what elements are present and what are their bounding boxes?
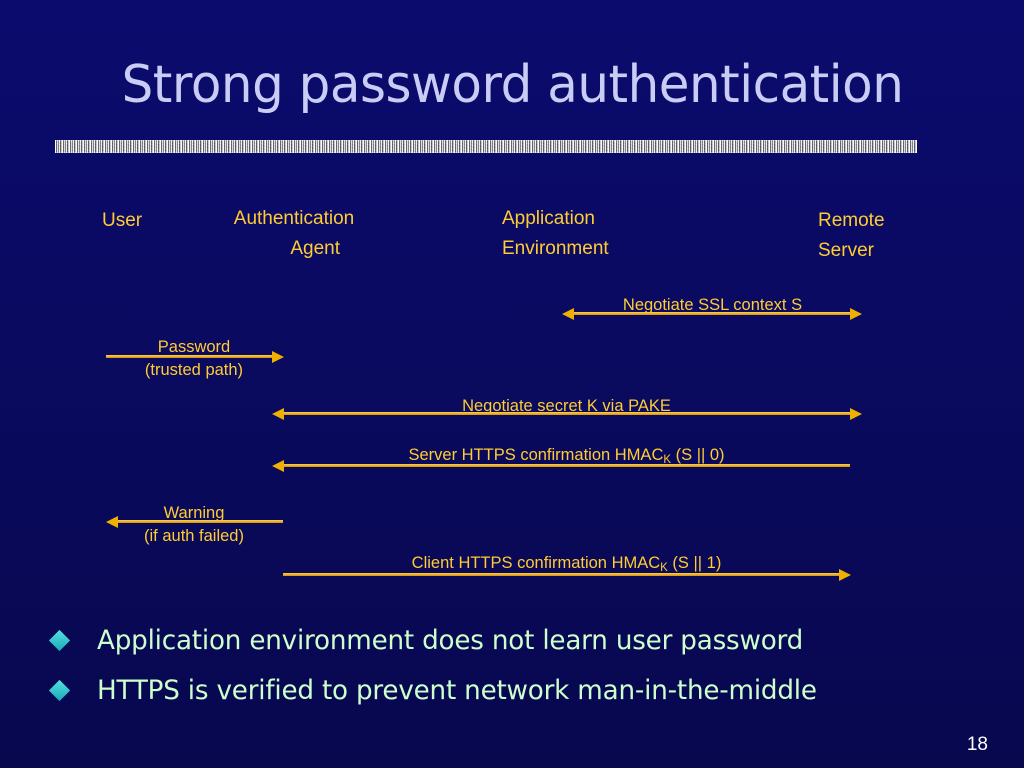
diagram-column-app-env-line1: Application bbox=[502, 208, 595, 229]
message-label-client-https-confirmation: Client HTTPS confirmation HMACK (S || 1) bbox=[281, 553, 852, 575]
message-arrow-client-https-confirmation bbox=[283, 568, 851, 581]
diamond-bullet-icon bbox=[48, 629, 71, 651]
message-label-negotiate-ssl-context: Negotiate SSL context S bbox=[622, 296, 803, 314]
diagram-column-remote-server-line1: Remote bbox=[818, 210, 885, 231]
diagram-column-auth-agent: Authentication Agent bbox=[202, 204, 386, 264]
arrowhead-right-icon bbox=[839, 568, 851, 581]
message-arrow-password bbox=[106, 350, 284, 363]
message-label-client-https-subscript: K bbox=[660, 562, 668, 574]
arrowhead-left-icon bbox=[272, 407, 284, 420]
diagram-column-user: User bbox=[102, 206, 142, 236]
diagram-column-remote-server: Remote Server bbox=[818, 206, 968, 266]
message-label-server-https-confirmation: Server HTTPS confirmation HMACK (S || 0) bbox=[281, 445, 852, 467]
message-label-server-https-subscript: K bbox=[663, 454, 672, 466]
message-label-client-https-post: (S || 1) bbox=[667, 554, 722, 572]
message-label-client-https-pre: Client HTTPS confirmation HMAC bbox=[411, 554, 661, 572]
arrowhead-left-icon bbox=[106, 515, 118, 528]
arrowhead-left-icon bbox=[562, 307, 574, 320]
list-item: Application environment does not learn u… bbox=[48, 615, 1002, 665]
page-title: Strong password authentication bbox=[121, 55, 904, 115]
arrowhead-right-icon bbox=[850, 407, 862, 420]
message-arrow-warning bbox=[106, 515, 283, 528]
page-number: 18 bbox=[966, 734, 988, 755]
diagram-column-remote-server-line2: Server bbox=[818, 240, 874, 261]
message-sublabel-password: (trusted path) bbox=[144, 361, 244, 379]
diagram-column-user-line1: User bbox=[102, 210, 143, 231]
bullet-list: Application environment does not learn u… bbox=[48, 615, 1002, 715]
arrowhead-right-icon bbox=[272, 350, 284, 363]
arrowhead-left-icon bbox=[272, 459, 284, 472]
message-sublabel-warning: (if auth failed) bbox=[144, 527, 244, 545]
diagram-column-auth-agent-line2: Agent bbox=[290, 238, 340, 259]
diagram-column-auth-agent-line1: Authentication bbox=[233, 208, 355, 229]
bullet-text: Application environment does not learn u… bbox=[97, 624, 804, 656]
diagram-column-app-env: Application Environment bbox=[502, 204, 702, 264]
list-item: HTTPS is verified to prevent network man… bbox=[48, 665, 1002, 715]
bullet-text: HTTPS is verified to prevent network man… bbox=[97, 674, 817, 706]
message-label-negotiate-secret-k: Negotiate secret K via PAKE bbox=[462, 397, 671, 415]
arrowhead-right-icon bbox=[850, 307, 862, 320]
message-label-server-https-pre: Server HTTPS confirmation HMAC bbox=[408, 446, 664, 464]
diamond-bullet-icon bbox=[48, 679, 71, 701]
message-arrow-negotiate-ssl-context bbox=[562, 307, 862, 320]
message-label-password: Password bbox=[157, 338, 231, 356]
message-arrow-server-https-confirmation bbox=[272, 459, 850, 472]
message-arrow-negotiate-secret-k bbox=[272, 407, 862, 420]
message-label-warning: Warning bbox=[163, 504, 225, 522]
message-label-server-https-post: (S || 0) bbox=[671, 446, 725, 464]
diagram-column-app-env-line2: Environment bbox=[502, 238, 609, 259]
title-divider-rule bbox=[55, 140, 917, 153]
